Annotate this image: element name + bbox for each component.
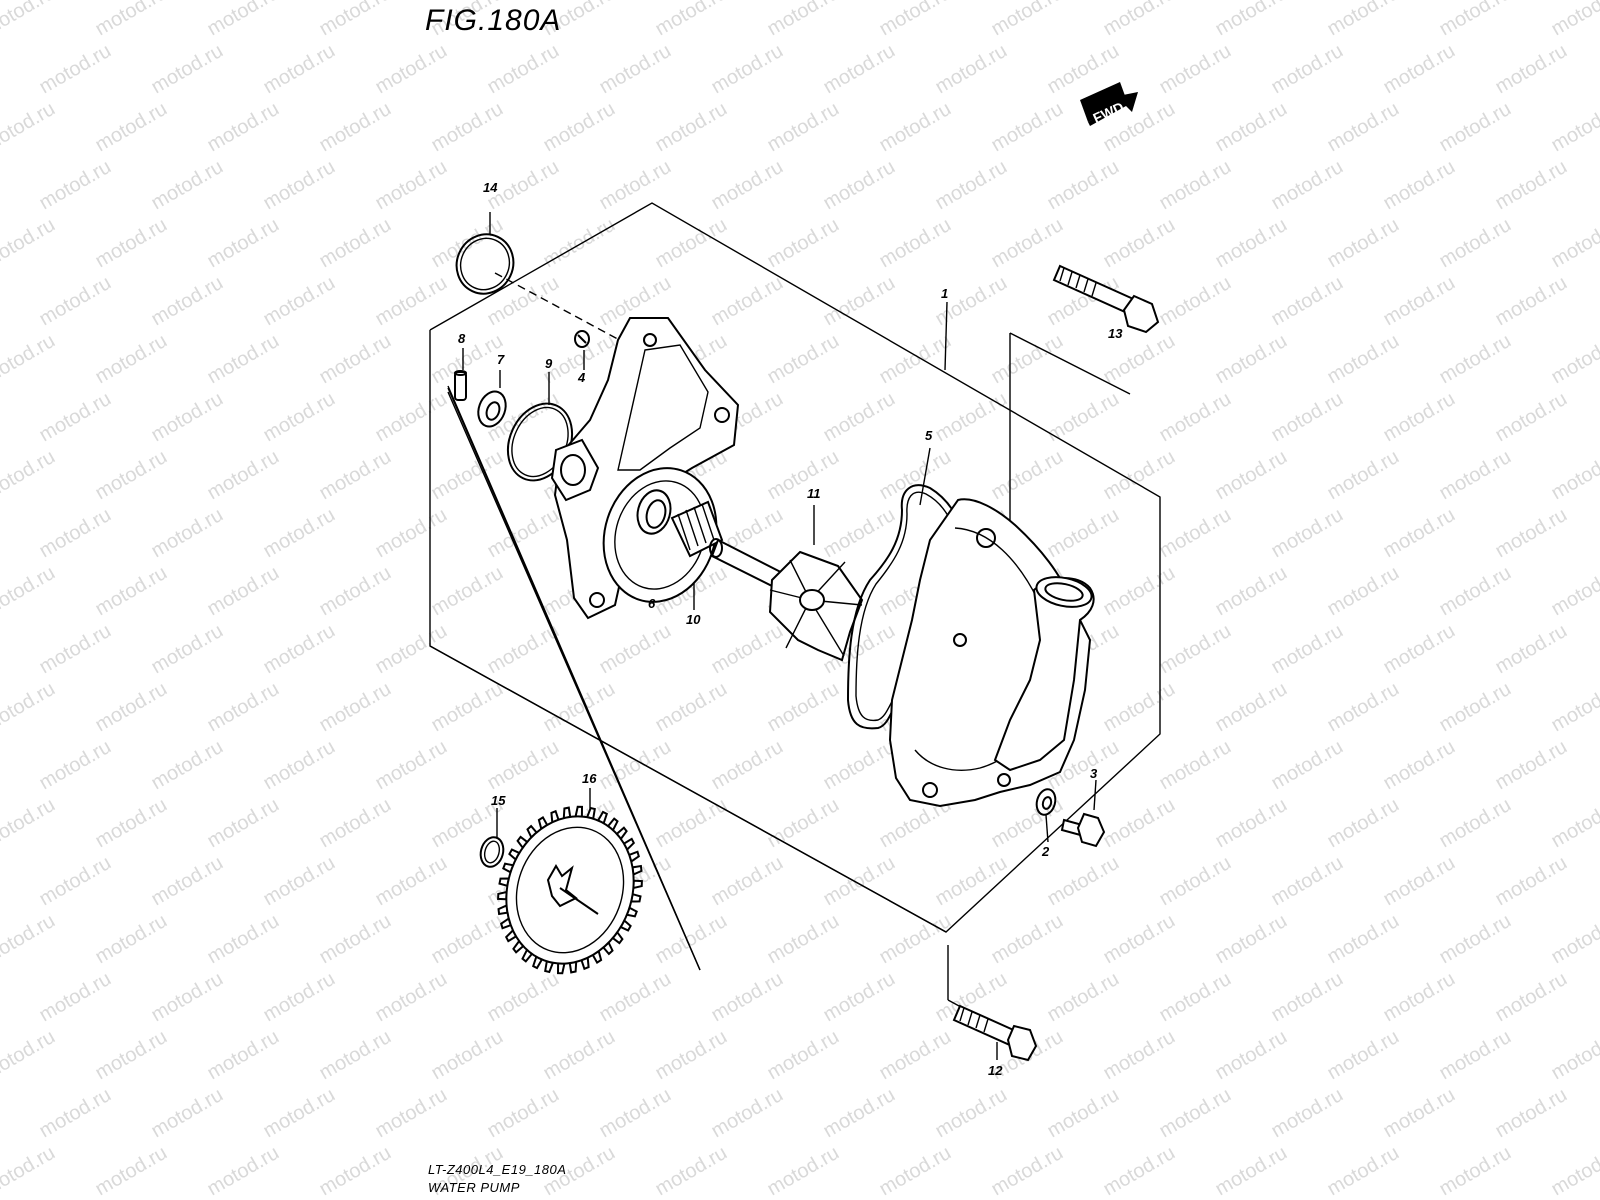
callout-8: 8 — [458, 331, 466, 346]
callout-10: 10 — [686, 612, 701, 627]
pump-cover-part-1 — [888, 498, 1095, 808]
gear-group-frame — [447, 385, 701, 971]
fwd-arrow-icon: FWD — [1080, 82, 1138, 126]
callout-6: 6 — [648, 596, 656, 611]
figure-title: FIG.180A — [425, 4, 562, 37]
washer-part-2 — [1035, 788, 1057, 816]
gear-tooth — [574, 805, 584, 818]
callout-9: 9 — [545, 356, 553, 371]
spring-seal-part-10 — [670, 500, 724, 558]
callout-11: 11 — [807, 486, 821, 501]
screw-part-4 — [574, 330, 590, 348]
gear-part-16 — [497, 805, 643, 975]
mechanical-seal-part-6 — [636, 489, 672, 535]
circlip-part-15 — [479, 836, 505, 868]
gear-tooth — [556, 962, 566, 975]
section-name: WATER PUMP — [428, 1180, 520, 1195]
callout-13: 13 — [1108, 326, 1123, 341]
callout-numbers: 14 1 13 8 7 9 4 5 11 6 10 3 2 15 16 12 — [458, 180, 1123, 1078]
impeller-part-11 — [768, 550, 864, 662]
bolt-part-12 — [952, 1004, 1038, 1062]
o-ring-part-14 — [455, 233, 515, 295]
callout-4: 4 — [577, 370, 586, 385]
callout-3: 3 — [1090, 766, 1098, 781]
callout-12: 12 — [988, 1063, 1003, 1078]
callout-7: 7 — [497, 352, 505, 367]
assembly-frame — [429, 202, 1161, 933]
callout-2: 2 — [1041, 844, 1050, 859]
bolt-part-3 — [1060, 812, 1106, 848]
model-code: LT-Z400L4_E19_180A — [428, 1162, 567, 1177]
callout-5: 5 — [925, 428, 933, 443]
pump-case-left — [550, 317, 740, 620]
washer-part-7 — [477, 390, 507, 428]
dowel-pin-part-8 — [454, 370, 467, 401]
callout-16: 16 — [582, 771, 597, 786]
callout-14: 14 — [483, 180, 498, 195]
callout-1: 1 — [941, 286, 948, 301]
bolt-part-13 — [1052, 264, 1160, 334]
callout-15: 15 — [491, 793, 506, 808]
